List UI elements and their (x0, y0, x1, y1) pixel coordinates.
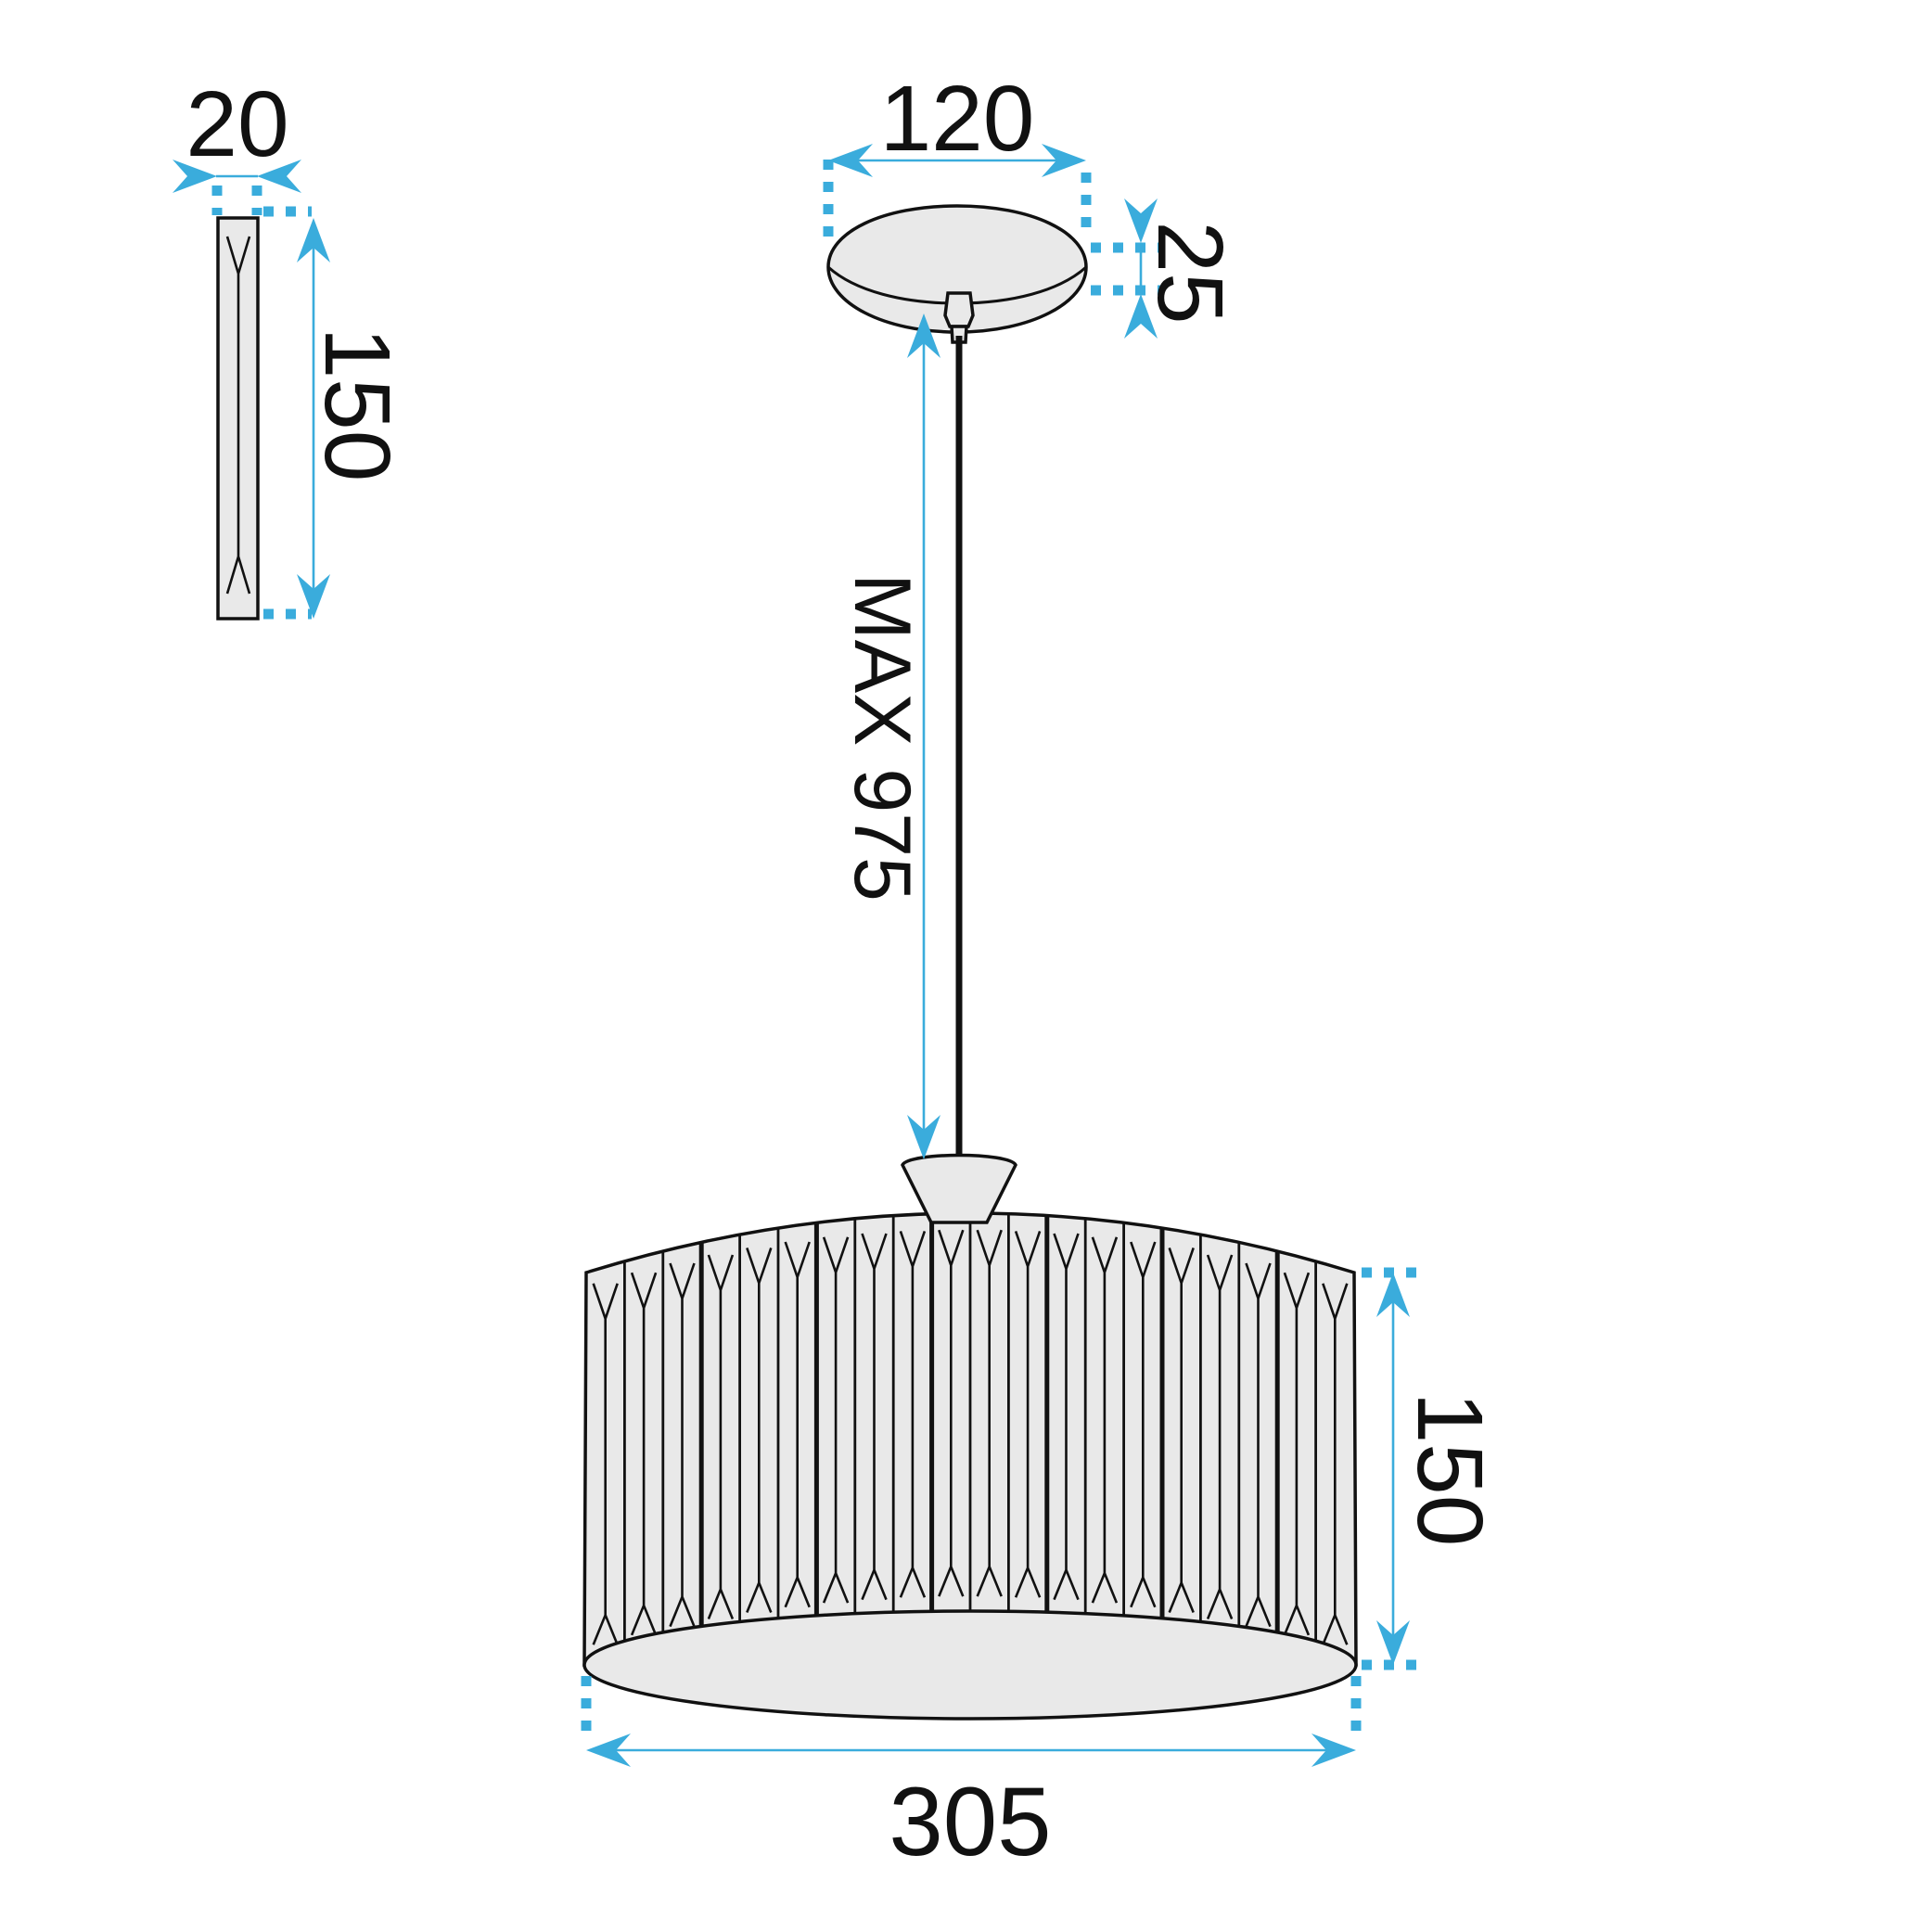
dim-arrowhead (907, 313, 940, 358)
shade-height-label: 150 (1398, 1392, 1502, 1547)
shade-height-dim: 150 (1362, 1267, 1502, 1670)
strip-crystal-mark (1322, 1283, 1349, 1645)
canopy-diameter-label: 120 (880, 67, 1035, 171)
dim-arrowhead (1311, 1734, 1356, 1767)
ceiling-canopy-group: 120 25 (823, 67, 1242, 344)
strip-crystal-mark (1245, 1262, 1272, 1628)
strip-crystal-mark (630, 1272, 658, 1636)
dim-arrowhead (257, 160, 301, 193)
crystal-strip-detail: 20 150 (173, 72, 409, 621)
strip-crystal-mark (1091, 1236, 1119, 1604)
dim-arrowhead (828, 144, 873, 177)
strip-crystal-mark (746, 1247, 773, 1613)
cord-grip (943, 291, 975, 328)
canopy-height-label: 25 (1138, 221, 1242, 324)
dim-arrowhead (297, 574, 330, 619)
crystal-facet-mark (225, 236, 251, 595)
dim-arrowhead (907, 1115, 940, 1159)
strip-crystal-mark (976, 1229, 1003, 1597)
dim-arrowhead (297, 218, 330, 262)
suspension-length-dim: MAX 975 (838, 313, 940, 1159)
dim-arrowhead (1124, 294, 1158, 339)
strip-crystal-mark (669, 1262, 696, 1628)
strip-crystal-mark (784, 1241, 811, 1608)
strip-crystal-mark (861, 1233, 888, 1601)
dim-arrowhead (586, 1734, 631, 1767)
shade-diameter-dim: 305 (581, 1676, 1362, 1876)
shade-diameter-label: 305 (889, 1768, 1051, 1876)
strip-crystal-mark (1283, 1272, 1311, 1636)
dim-arrowhead (1376, 1273, 1410, 1317)
dim-arrowhead (1124, 198, 1158, 243)
crystal-width-label: 20 (186, 72, 288, 176)
diffuser (582, 1609, 1358, 1721)
strip-crystal-mark (592, 1283, 619, 1645)
strip-crystal-mark (1130, 1241, 1157, 1608)
strip-crystal-mark (899, 1230, 927, 1598)
suspension-max-label: MAX 975 (838, 573, 927, 902)
dim-arrowhead (1376, 1620, 1410, 1665)
strip-crystal-mark (1206, 1254, 1234, 1619)
dim-arrowhead (173, 160, 217, 193)
crystal-strips (592, 1213, 1349, 1655)
strip-crystal-mark (1014, 1230, 1042, 1598)
strip-crystal-mark (1168, 1247, 1195, 1613)
lampshade-group (582, 1211, 1358, 1721)
cone-holder (901, 1153, 1017, 1224)
strip-crystal-mark (822, 1236, 850, 1604)
strip-crystal-mark (707, 1254, 735, 1619)
strip-crystal-mark (1053, 1233, 1080, 1601)
strip-crystal-mark (938, 1229, 965, 1597)
crystal-height-label: 150 (305, 327, 409, 482)
cord-grip-lower (950, 325, 968, 344)
dim-arrowhead (1042, 144, 1086, 177)
